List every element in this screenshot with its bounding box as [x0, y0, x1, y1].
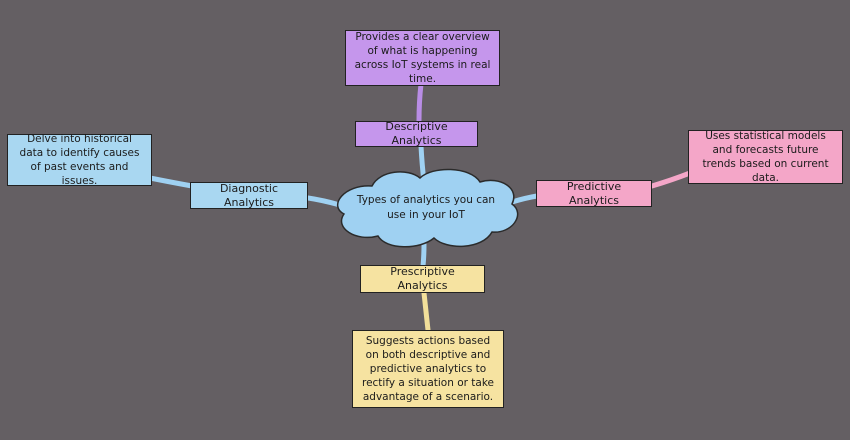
descriptive-description-box: Provides a clear overview of what is hap… — [345, 30, 500, 86]
predictive-description: Uses statistical models and forecasts fu… — [702, 130, 829, 184]
predictive-label-box: Predictive Analytics — [536, 180, 652, 207]
diagnostic-label-box: Diagnostic Analytics — [190, 182, 308, 209]
diagnostic-label: Diagnostic Analytics — [219, 181, 279, 209]
connector-prescriptive-desc — [421, 290, 431, 333]
connector-center-prescriptive — [420, 241, 427, 269]
prescriptive-description-box: Suggests actions based on both descripti… — [352, 330, 504, 408]
connector-diagnostic-desc — [147, 175, 195, 189]
descriptive-description: Provides a clear overview of what is hap… — [354, 31, 491, 85]
predictive-label: Predictive Analytics — [566, 179, 622, 207]
connector-descriptive-desc — [416, 81, 424, 124]
diagnostic-description: Delve into historical data to identify c… — [19, 133, 140, 187]
predictive-description-box: Uses statistical models and forecasts fu… — [688, 130, 843, 184]
connector-predictive-desc — [649, 170, 693, 189]
connector-center-predictive — [509, 193, 540, 205]
descriptive-label-box: Descriptive Analytics — [355, 120, 478, 147]
prescriptive-label-box: Prescriptive Analytics — [360, 265, 485, 293]
prescriptive-label: Prescriptive Analytics — [390, 265, 455, 292]
center-cloud — [337, 168, 519, 248]
center-topic: Types of analytics you can use in your I… — [356, 194, 496, 221]
connector-center-diagnostic — [305, 195, 343, 208]
diagnostic-description-box: Delve into historical data to identify c… — [7, 133, 152, 187]
prescriptive-description: Suggests actions based on both descripti… — [361, 335, 495, 403]
descriptive-label: Descriptive Analytics — [385, 120, 448, 147]
